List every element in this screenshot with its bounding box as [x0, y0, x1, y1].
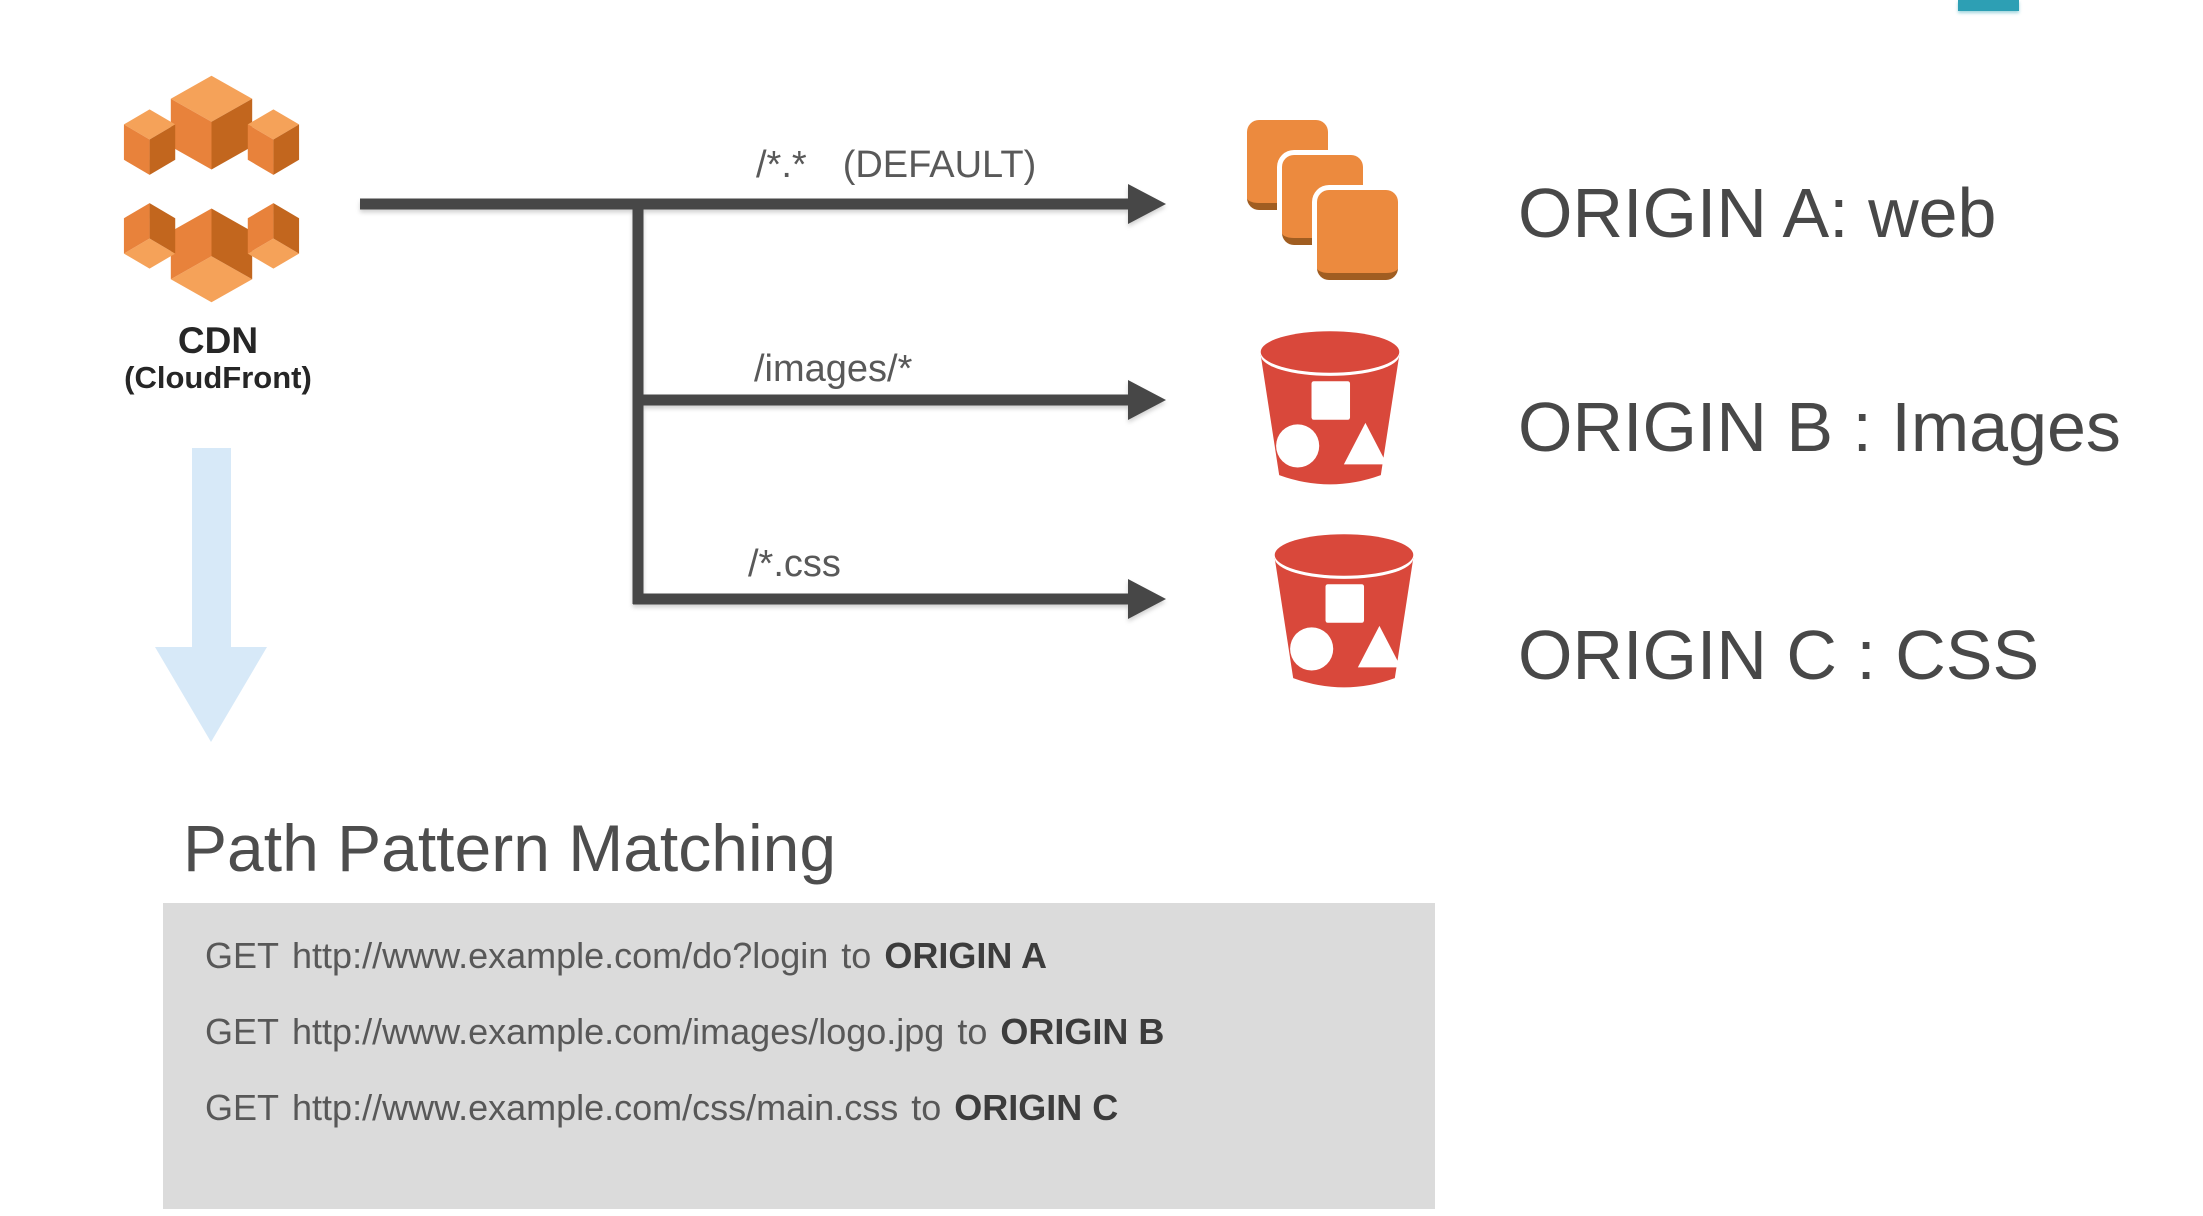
matched-origin: ORIGIN A	[884, 935, 1047, 976]
rules-panel: GET http://www.example.com/do?login to O…	[163, 903, 1435, 1209]
path-pattern-css: /*.css	[748, 545, 841, 583]
cdn-node-title: CDN	[177, 320, 259, 361]
matched-origin: ORIGIN C	[954, 1087, 1119, 1129]
cloudfront-icon	[123, 75, 300, 303]
arrow-to-origin-a	[360, 184, 1166, 224]
pattern-text: /*.css	[748, 543, 841, 585]
path-pattern-default: /*.* (DEFAULT)	[756, 146, 1036, 184]
teal-tab-decoration	[1958, 0, 2019, 11]
connector-word: to	[841, 935, 872, 976]
origin-b-label: ORIGIN B : Images	[1518, 388, 2121, 466]
arrow-to-origin-c	[633, 579, 1166, 619]
connector-word: to	[957, 1011, 988, 1053]
arrow-to-origin-b	[638, 380, 1166, 420]
section-heading: Path Pattern Matching	[183, 811, 837, 885]
matched-origin: ORIGIN B	[1000, 1011, 1165, 1053]
origin-c-label: ORIGIN C : CSS	[1518, 616, 2040, 694]
web-stack-icon	[1247, 120, 1399, 281]
request-url: http://www.example.com/images/logo.jpg	[292, 1011, 945, 1053]
cdn-node-subtitle: (CloudFront)	[124, 360, 312, 395]
down-arrow-icon	[155, 448, 267, 742]
connector-word: to	[911, 1087, 942, 1129]
rule-row: GET http://www.example.com/images/logo.j…	[205, 1011, 1435, 1053]
path-pattern-images: /images/*	[754, 350, 912, 388]
http-method: GET	[205, 1087, 280, 1129]
web-page-square	[1317, 190, 1398, 280]
s3-bucket-icon	[1260, 331, 1400, 485]
rule-row: GET http://www.example.com/do?login to O…	[205, 935, 1435, 976]
rule-row: GET http://www.example.com/css/main.css …	[205, 1089, 1435, 1127]
http-method: GET	[205, 1011, 280, 1053]
s3-bucket-icon	[1274, 534, 1414, 688]
origin-a-label: ORIGIN A: web	[1518, 174, 1997, 252]
request-url: http://www.example.com/do?login	[292, 935, 829, 976]
request-url: http://www.example.com/css/main.css	[292, 1087, 899, 1129]
pattern-text: /images/*	[754, 348, 913, 390]
http-method: GET	[205, 935, 280, 976]
pattern-text: /*.*	[756, 144, 807, 186]
pattern-qualifier: (DEFAULT)	[842, 144, 1037, 186]
